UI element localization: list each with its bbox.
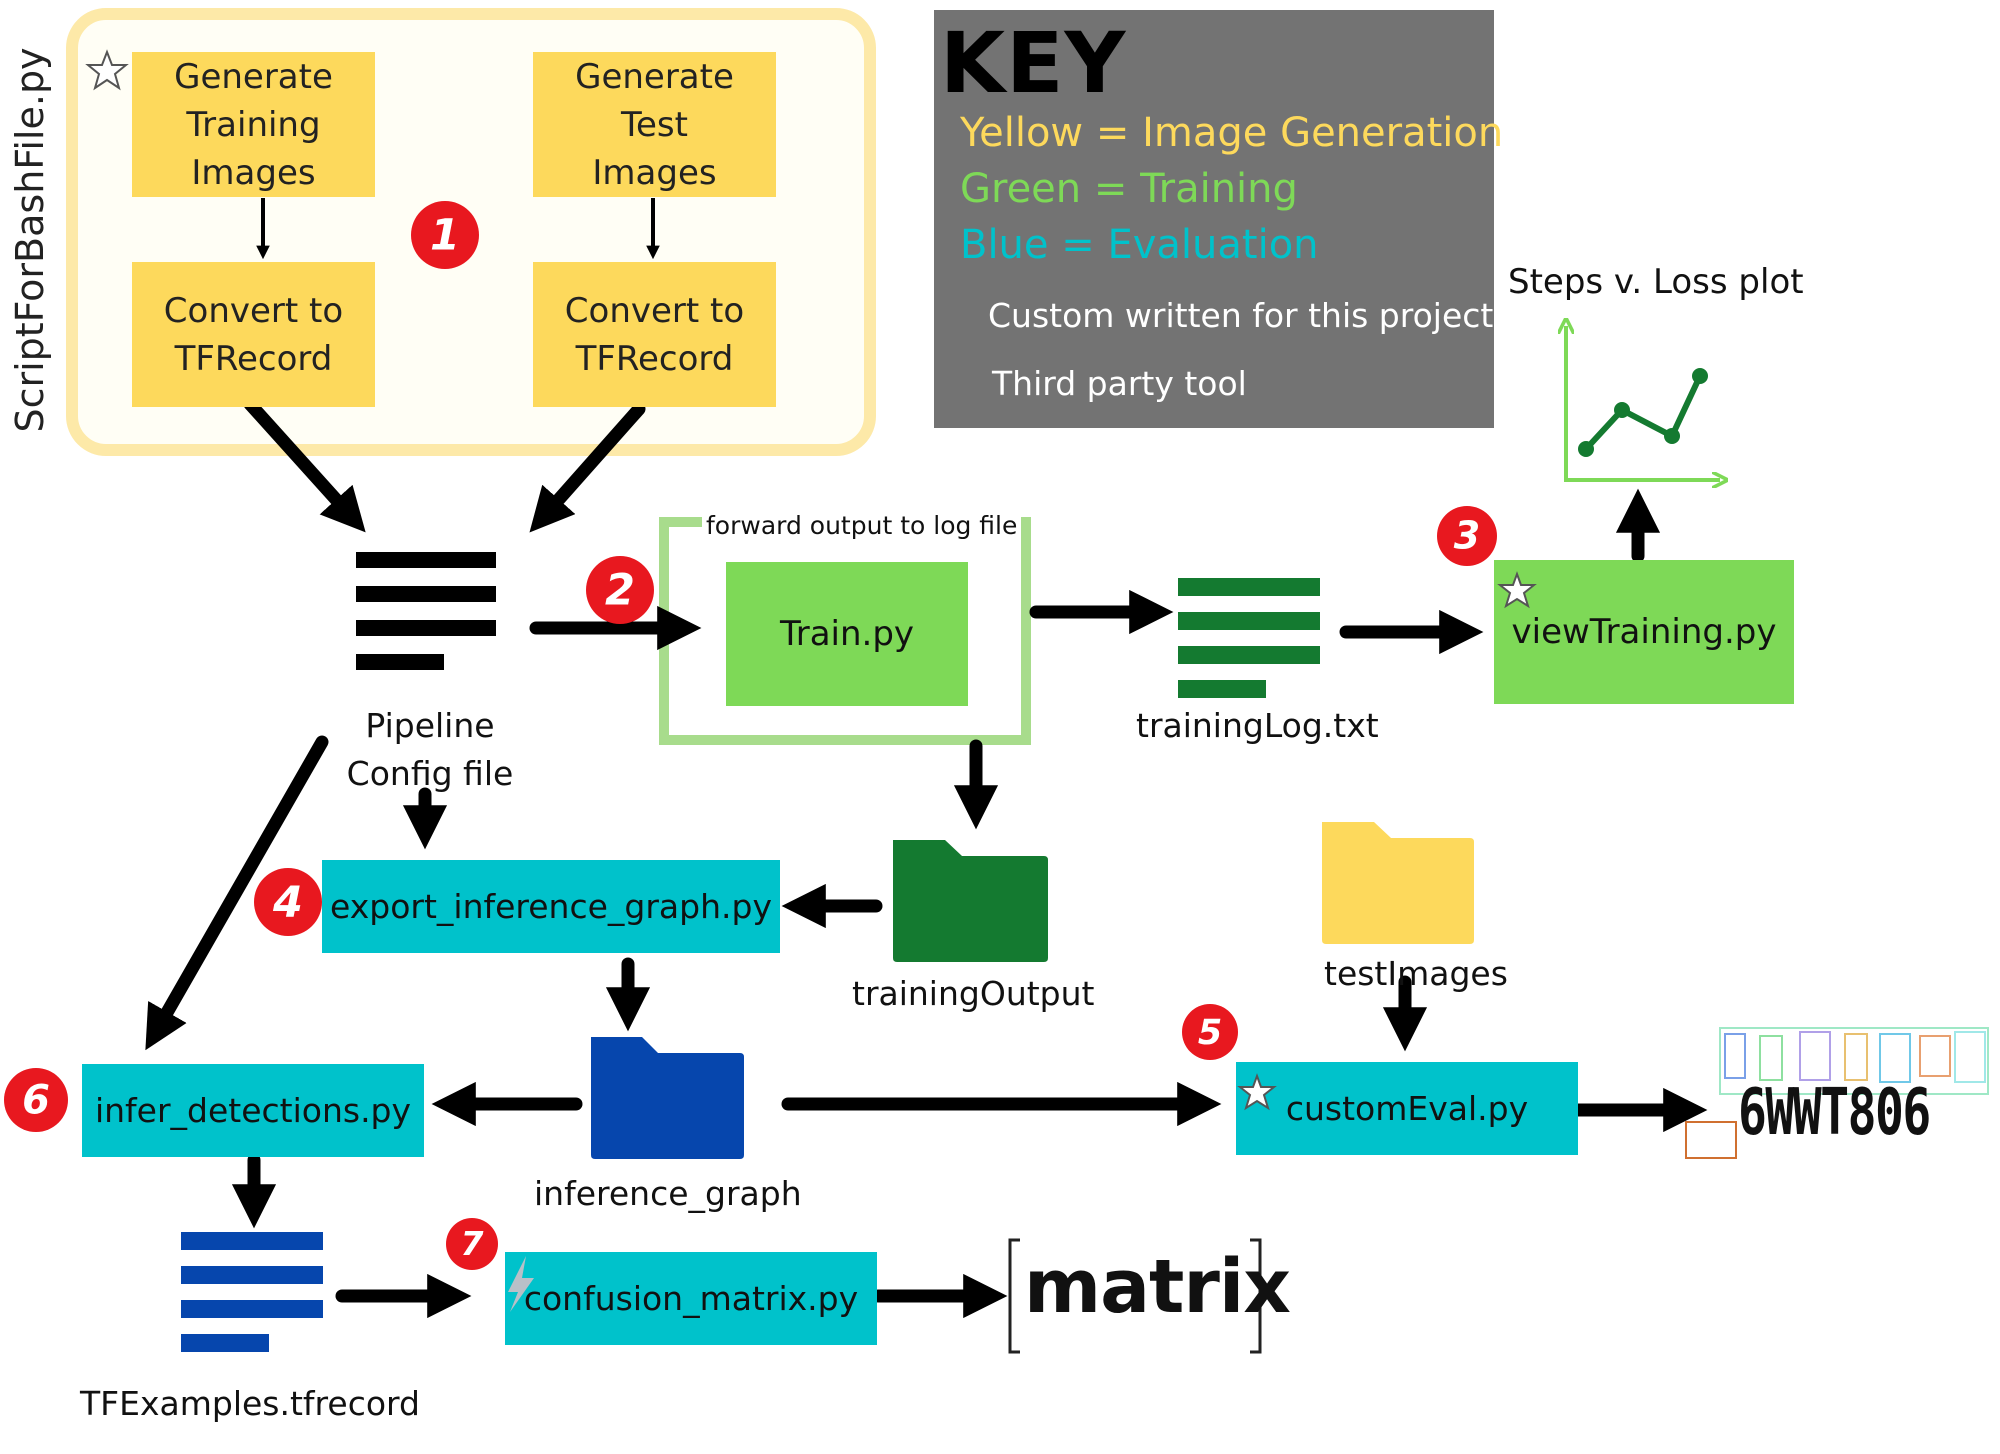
thin-arrows xyxy=(256,198,660,260)
step-badge-number: 2 xyxy=(605,565,635,615)
key-title: KEY xyxy=(940,14,1127,112)
tfexamples-icon xyxy=(181,1232,323,1352)
training-output-label: trainingOutput xyxy=(852,974,1095,1013)
pipeline-config-label: Pipeline Config file xyxy=(346,706,514,793)
step-badge-number: 4 xyxy=(272,877,303,927)
detection-output-image xyxy=(1685,1027,1989,1159)
custom-eval-box[interactable]: customEval.py xyxy=(1236,1062,1578,1155)
convert-training-tfrecord-box[interactable]: Convert to TFRecord xyxy=(132,262,375,407)
step-badge-number: 7 xyxy=(461,1224,484,1263)
inference-graph-label: inference_graph xyxy=(534,1174,802,1213)
training-log-label: trainingLog.txt xyxy=(1136,706,1379,745)
custom-eval-star-icon xyxy=(1237,1073,1277,1114)
view-training-star-icon xyxy=(1497,571,1537,612)
step-badge-4: 4 xyxy=(254,868,322,936)
key-green-entry: Green = Training xyxy=(960,166,1298,212)
pipeline-config-icon xyxy=(356,552,496,670)
step-badge-6: 6 xyxy=(4,1068,68,1132)
step-badge-number: 1 xyxy=(430,210,460,260)
tfexamples-label: TFExamples.tfrecord xyxy=(80,1384,420,1423)
script-label: ScriptForBashFile.py xyxy=(8,47,52,433)
step-badge-5: 5 xyxy=(1182,1004,1238,1060)
training-output-folder-icon xyxy=(893,840,1048,962)
generate-test-images-box[interactable]: Generate Test Images xyxy=(533,52,776,197)
step-badge-number: 3 xyxy=(1454,514,1480,558)
matrix-logo-brackets xyxy=(1008,1238,1262,1354)
step-badge-2: 2 xyxy=(586,556,654,624)
infer-detections-box[interactable]: infer_detections.py xyxy=(82,1064,424,1157)
license-plate-text: 6WWT806 xyxy=(1738,1076,1931,1150)
forward-output-label: forward output to log file xyxy=(702,511,1022,540)
custom-star-icon xyxy=(85,49,129,94)
convert-test-tfrecord-box[interactable]: Convert to TFRecord xyxy=(533,262,776,407)
step-badge-number: 5 xyxy=(1198,1013,1222,1053)
test-images-label: testImages xyxy=(1324,954,1508,993)
test-images-folder-icon xyxy=(1322,822,1474,944)
steps-loss-plot xyxy=(1566,326,1720,482)
key-third-party-entry: Third party tool xyxy=(992,364,1247,403)
training-log-icon xyxy=(1178,578,1320,698)
key-custom-entry: Custom written for this project xyxy=(988,296,1494,335)
export-inference-graph-box[interactable]: export_inference_graph.py xyxy=(322,860,780,953)
step-badge-number: 6 xyxy=(22,1077,50,1123)
view-training-box[interactable]: viewTraining.py xyxy=(1494,560,1794,704)
flow-arrows xyxy=(145,397,1708,1319)
confusion-lightning-icon xyxy=(504,1254,538,1318)
script-label-text: ScriptForBashFile.py xyxy=(8,47,52,433)
confusion-matrix-box[interactable]: confusion_matrix.py xyxy=(505,1252,877,1345)
plot-title: Steps v. Loss plot xyxy=(1508,262,1804,302)
key-blue-entry: Blue = Evaluation xyxy=(960,222,1319,268)
step-badge-7: 7 xyxy=(446,1218,498,1270)
step-badge-3: 3 xyxy=(1437,506,1497,566)
generate-training-images-box[interactable]: Generate Training Images xyxy=(132,52,375,197)
step-badge-1: 1 xyxy=(411,201,479,269)
matrix-logo-text: matrix xyxy=(1024,1244,1291,1330)
key-legend: KEY Yellow = Image Generation Green = Tr… xyxy=(934,10,1503,428)
train-py-box[interactable]: Train.py xyxy=(726,562,968,706)
key-yellow-entry: Yellow = Image Generation xyxy=(960,110,1504,156)
inference-graph-folder-icon xyxy=(591,1037,744,1159)
